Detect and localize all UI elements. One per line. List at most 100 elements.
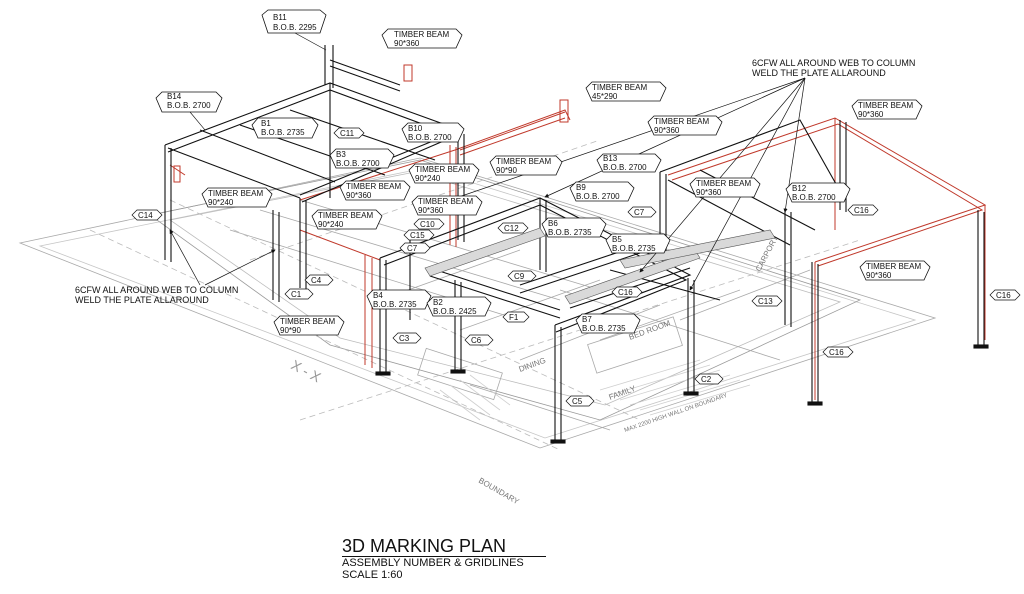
svg-text:B.O.B. 2700: B.O.B. 2700: [408, 133, 452, 142]
beam-tag-b7: B7B.O.B. 2735: [575, 313, 641, 334]
drawing-title: 3D MARKING PLAN: [342, 536, 547, 557]
svg-text:B.O.B. 2425: B.O.B. 2425: [433, 307, 477, 316]
svg-text:C13: C13: [758, 297, 773, 306]
svg-text:90*360: 90*360: [654, 126, 680, 135]
svg-text:TIMBER BEAM: TIMBER BEAM: [696, 179, 751, 188]
weld-note-right: 6CFW ALL AROUND WEB TO COLUMN WELD THE P…: [752, 58, 915, 78]
svg-text:90*360: 90*360: [418, 206, 444, 215]
svg-text:B.O.B. 2735: B.O.B. 2735: [261, 128, 305, 137]
svg-text:B.O.B. 2295: B.O.B. 2295: [273, 23, 317, 32]
svg-text:C16: C16: [854, 206, 869, 215]
svg-text:TIMBER BEAM: TIMBER BEAM: [415, 165, 470, 174]
drawing-scale: SCALE 1:60: [342, 569, 403, 581]
svg-text:C6: C6: [471, 336, 482, 345]
svg-text:90*360: 90*360: [858, 110, 884, 119]
svg-text:B12: B12: [792, 184, 807, 193]
svg-text:90*90: 90*90: [280, 326, 301, 335]
svg-text:C9: C9: [514, 272, 525, 281]
svg-text:TIMBER BEAM: TIMBER BEAM: [418, 197, 473, 206]
title-block: 3D MARKING PLAN ASSEMBLY NUMBER & GRIDLI…: [342, 536, 582, 581]
svg-text:DINING: DINING: [518, 356, 547, 374]
svg-text:6CFW ALL AROUND WEB TO COLUMN: 6CFW ALL AROUND WEB TO COLUMN: [752, 58, 915, 68]
svg-text:C2: C2: [701, 375, 712, 384]
svg-text:TIMBER BEAM: TIMBER BEAM: [858, 101, 913, 110]
svg-text:C15: C15: [410, 231, 425, 240]
svg-text:F1: F1: [509, 313, 519, 322]
svg-text:WELD THE PLATE ALLAROUND: WELD THE PLATE ALLAROUND: [752, 68, 886, 78]
svg-text:B9: B9: [576, 183, 586, 192]
svg-text:45*290: 45*290: [592, 92, 618, 101]
svg-text:90*360: 90*360: [866, 271, 892, 280]
beam-tag-b1: B1B.O.B. 2735: [251, 117, 319, 139]
beam-tag-b4: B4B.O.B. 2735: [366, 289, 432, 310]
svg-text:B.O.B. 2735: B.O.B. 2735: [612, 244, 656, 253]
beam-tag-b5: B5B.O.B. 2735: [605, 233, 671, 254]
svg-text:WELD THE PLATE ALLAROUND: WELD THE PLATE ALLAROUND: [75, 295, 209, 305]
svg-text:90*240: 90*240: [208, 198, 234, 207]
floor-plan-underlay: [18, 139, 937, 451]
svg-text:B4: B4: [373, 291, 383, 300]
svg-text:90*240: 90*240: [415, 174, 441, 183]
svg-text:90*360: 90*360: [394, 39, 420, 48]
svg-text:TIMBER BEAM: TIMBER BEAM: [866, 262, 921, 271]
svg-text:TIMBER BEAM: TIMBER BEAM: [318, 211, 373, 220]
svg-text:B.O.B. 2700: B.O.B. 2700: [167, 101, 211, 110]
svg-text:C5: C5: [572, 397, 583, 406]
svg-text:C12: C12: [504, 224, 519, 233]
svg-text:B.O.B. 2735: B.O.B. 2735: [548, 228, 592, 237]
svg-text:B1: B1: [261, 119, 271, 128]
svg-text:C16: C16: [829, 348, 844, 357]
svg-text:C3: C3: [399, 334, 410, 343]
svg-text:B6: B6: [548, 219, 558, 228]
svg-text:TIMBER BEAM: TIMBER BEAM: [654, 117, 709, 126]
svg-text:C16: C16: [618, 288, 633, 297]
svg-text:B.O.B. 2735: B.O.B. 2735: [373, 300, 417, 309]
svg-text:B2: B2: [433, 298, 443, 307]
beam-tag-b9: B9B.O.B. 2700: [569, 181, 635, 202]
steel-frame: [164, 45, 989, 444]
svg-text:90*90: 90*90: [496, 166, 517, 175]
beam-tag-b2: B2B.O.B. 2425: [426, 296, 492, 317]
weld-note-left: 6CFW ALL AROUND WEB TO COLUMN WELD THE P…: [75, 285, 238, 305]
svg-text:90*360: 90*360: [696, 188, 722, 197]
svg-text:C7: C7: [634, 208, 645, 217]
svg-text:TIMBER BEAM: TIMBER BEAM: [280, 317, 335, 326]
svg-text:C1: C1: [291, 290, 302, 299]
svg-text:TIMBER BEAM: TIMBER BEAM: [394, 30, 449, 39]
grid-tags: C11 C14 C10 C15 C12 C7 C4 C1 C9 C16 C13 …: [131, 127, 1021, 407]
svg-text:B.O.B. 2700: B.O.B. 2700: [603, 163, 647, 172]
svg-text:B.O.B. 2735: B.O.B. 2735: [582, 324, 626, 333]
svg-text:C10: C10: [420, 220, 435, 229]
svg-text:BOUNDARY: BOUNDARY: [477, 476, 521, 507]
svg-text:C4: C4: [311, 276, 322, 285]
svg-text:TIMBER BEAM: TIMBER BEAM: [208, 189, 263, 198]
steel-beam-fills: [424, 227, 776, 305]
svg-text:B7: B7: [582, 315, 592, 324]
svg-text:C7: C7: [407, 244, 418, 253]
svg-text:B14: B14: [167, 92, 182, 101]
timber-members: [169, 64, 987, 400]
svg-text:B.O.B. 2700: B.O.B. 2700: [336, 159, 380, 168]
svg-text:B.O.B. 2700: B.O.B. 2700: [792, 193, 836, 202]
beam-tag-b6: B6B.O.B. 2735: [541, 217, 607, 238]
svg-text:TIMBER BEAM: TIMBER BEAM: [496, 157, 551, 166]
svg-text:B11: B11: [273, 13, 287, 22]
svg-text:B.O.B. 2700: B.O.B. 2700: [576, 192, 620, 201]
